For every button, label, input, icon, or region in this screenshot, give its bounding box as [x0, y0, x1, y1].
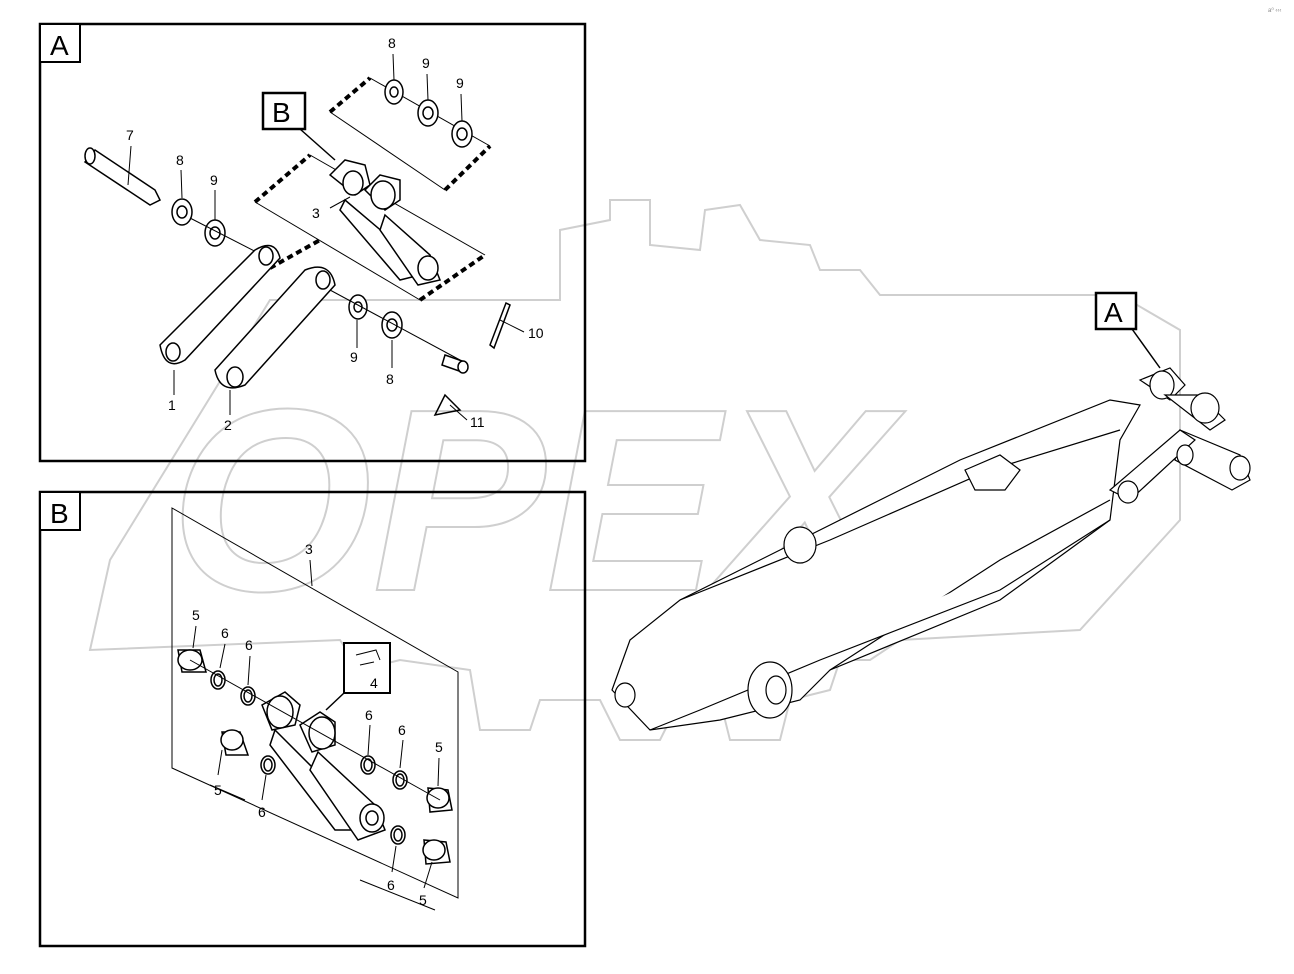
svg-text:9: 9 — [456, 75, 464, 91]
svg-text:3: 3 — [305, 541, 313, 557]
panel-b: B — [38, 490, 587, 948]
svg-text:10: 10 — [528, 325, 544, 341]
svg-text:7: 7 — [126, 127, 134, 143]
boom-ref: A — [1094, 291, 1161, 369]
svg-text:6: 6 — [221, 625, 229, 641]
callouts-b: 3 4 5 6 6 5 6 6 6 5 6 5 — [192, 541, 443, 908]
callouts-a: 1 2 3 7 8 9 9 8 9 9 10 11 8 — [126, 35, 544, 433]
svg-text:5: 5 — [214, 782, 222, 798]
panel-a-title: A — [50, 30, 69, 61]
svg-text:6: 6 — [365, 707, 373, 723]
svg-text:8: 8 — [386, 371, 394, 387]
pin-10 — [433, 301, 511, 417]
link-3 — [328, 159, 442, 286]
svg-text:5: 5 — [192, 607, 200, 623]
svg-text:3: 3 — [312, 205, 320, 221]
panel-b-title: B — [50, 498, 69, 529]
svg-text:A: A — [1104, 297, 1123, 328]
link-1 — [159, 244, 281, 365]
corner-mark: a⁰ ‹‹‹ — [1268, 7, 1281, 14]
sub-ref-box — [261, 91, 307, 131]
bushings — [177, 649, 453, 865]
svg-text:6: 6 — [398, 722, 406, 738]
svg-text:1: 1 — [168, 397, 176, 413]
svg-text:8: 8 — [176, 152, 184, 168]
svg-text:6: 6 — [258, 804, 266, 820]
sub-ref-label: B — [272, 97, 291, 128]
svg-text:6: 6 — [387, 877, 395, 893]
link-2 — [214, 266, 336, 389]
pin-7 — [83, 147, 162, 206]
svg-text:9: 9 — [422, 55, 430, 71]
svg-text:5: 5 — [435, 739, 443, 755]
boom-assembly — [611, 367, 1251, 731]
panel-a: A B — [38, 22, 587, 463]
svg-text:9: 9 — [210, 172, 218, 188]
svg-text:8: 8 — [388, 35, 396, 51]
svg-text:9: 9 — [350, 349, 358, 365]
svg-text:11: 11 — [470, 414, 485, 430]
svg-text:2: 2 — [224, 417, 232, 433]
svg-text:4: 4 — [370, 675, 378, 691]
grease-ref-box — [343, 642, 391, 694]
svg-text:5: 5 — [419, 892, 427, 908]
svg-text:6: 6 — [245, 637, 253, 653]
